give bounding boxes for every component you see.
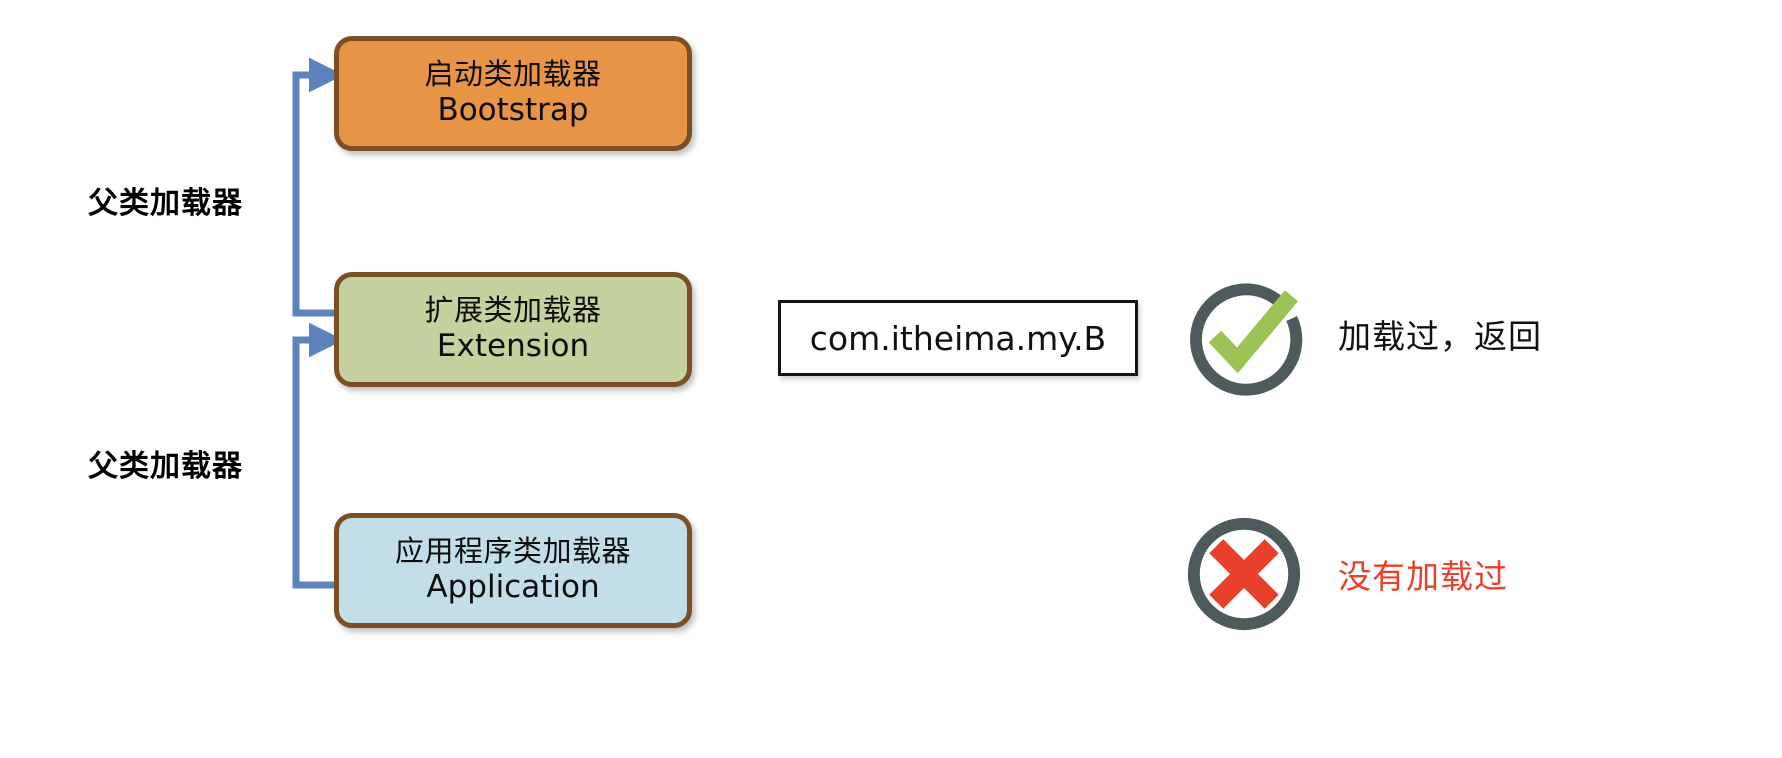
cross-circle-icon <box>1187 517 1301 631</box>
loader-name-cn: 启动类加载器 <box>424 56 602 91</box>
loader-box-application[interactable]: 应用程序类加载器 Application <box>334 513 692 628</box>
arrow-extension-to-bootstrap <box>292 57 344 317</box>
parent-loader-label-lower: 父类加载器 <box>88 449 243 484</box>
loader-box-bootstrap[interactable]: 启动类加载器 Bootstrap <box>334 36 692 151</box>
class-name-text: com.itheima.my.B <box>809 318 1107 358</box>
loader-name-cn: 应用程序类加载器 <box>394 533 631 568</box>
loader-box-extension[interactable]: 扩展类加载器 Extension <box>334 272 692 387</box>
class-name-box[interactable]: com.itheima.my.B <box>778 300 1138 376</box>
loader-name-en: Extension <box>436 328 590 365</box>
parent-loader-label-upper: 父类加载器 <box>88 186 243 221</box>
result-row-not-loaded: 没有加载过 <box>1178 508 1508 640</box>
arrow-application-to-extension <box>292 322 344 589</box>
loader-name-en: Application <box>426 569 600 606</box>
loader-name-en: Bootstrap <box>437 92 589 129</box>
result-label-not-loaded: 没有加载过 <box>1338 557 1508 596</box>
check-circle-icon <box>1190 283 1303 396</box>
loader-name-cn: 扩展类加载器 <box>424 292 602 327</box>
result-row-loaded: 加载过，返回 <box>1178 268 1542 400</box>
result-label-loaded: 加载过，返回 <box>1338 317 1542 356</box>
